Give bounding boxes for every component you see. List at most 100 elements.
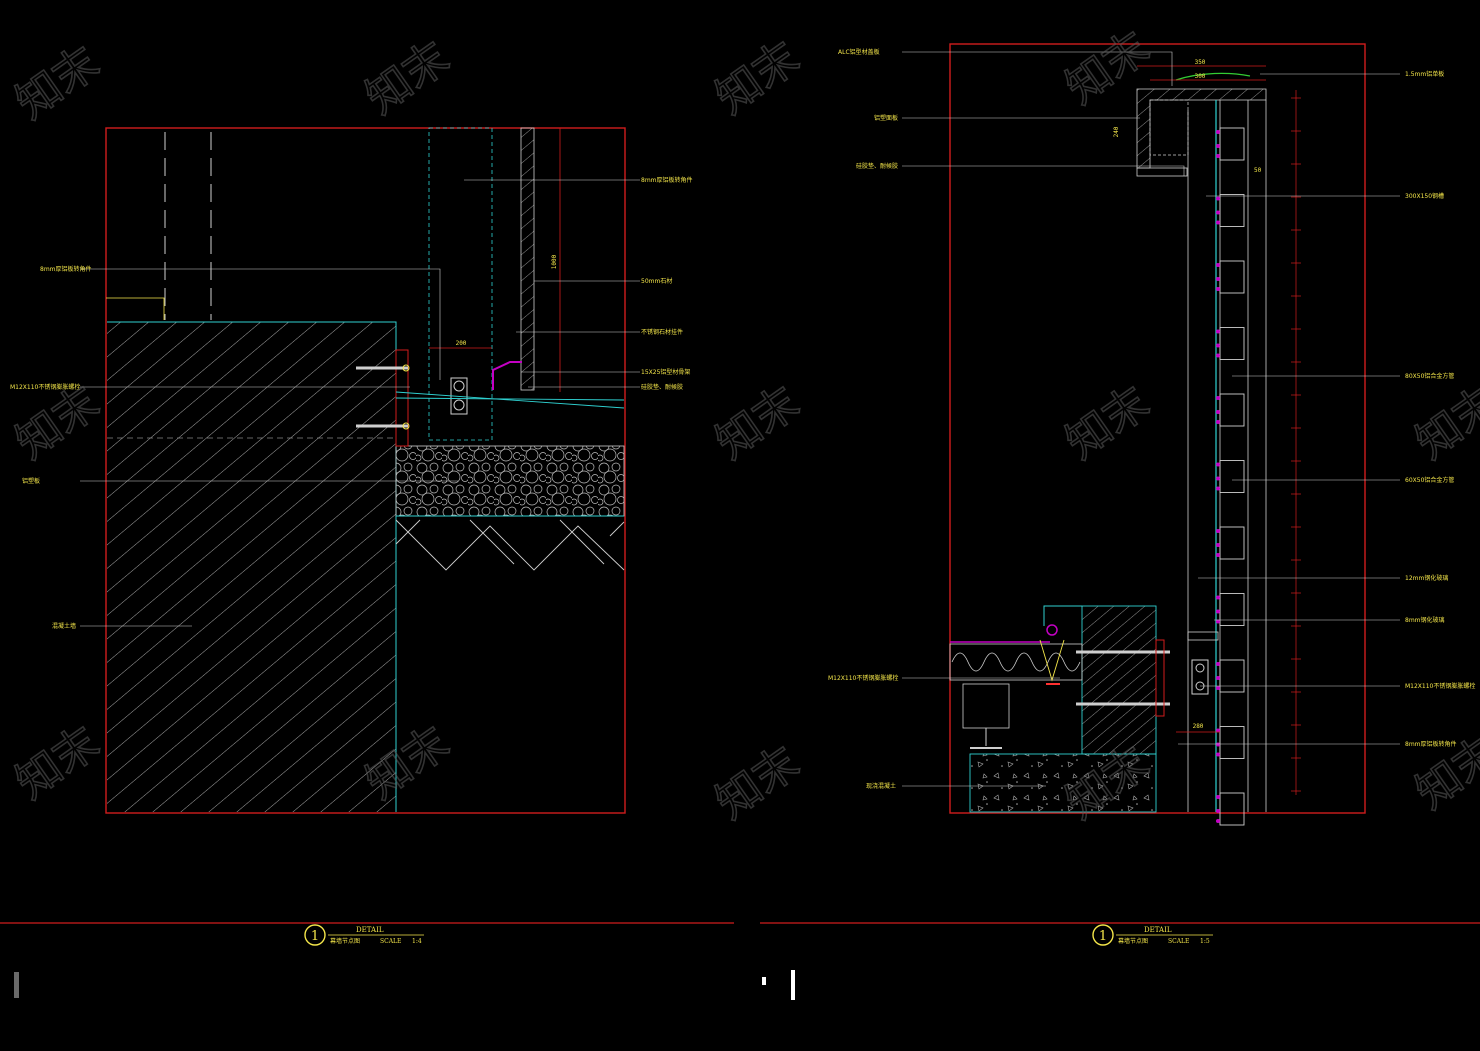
right-side-dimensions <box>1291 97 1301 792</box>
mullion-profile <box>1219 260 1245 294</box>
mullion-clip <box>1216 543 1220 547</box>
mullion-clip <box>1216 462 1220 467</box>
right-label-expansion-bolt: M12X110不锈钢膨胀螺栓 <box>1405 682 1475 690</box>
mullion-clip <box>1216 686 1220 690</box>
mullion-profile <box>1219 194 1245 227</box>
right-dim-280: 280 <box>1193 723 1204 730</box>
mullion-clip <box>1216 263 1220 267</box>
mullion-clip <box>1216 529 1220 533</box>
right-detail: 350 300 240 50 <box>828 43 1475 826</box>
left-label-aluminium-plastic: 铝塑板 <box>22 477 40 485</box>
left-detail-number: 1 <box>311 929 319 944</box>
mullion-clip <box>1216 154 1220 158</box>
mullion-profile <box>1219 526 1245 560</box>
right-leader-lines <box>902 51 1400 787</box>
left-detail-title: 幕墙节点图 <box>330 937 360 945</box>
mullion-profile <box>1219 593 1245 626</box>
mullion-clip <box>1216 676 1220 680</box>
right-detail-caption: DETAIL <box>1144 926 1172 934</box>
right-label-glass-8: 8mm钢化玻璃 <box>1405 616 1445 624</box>
watermark: 知末 <box>357 32 458 124</box>
mullion-clip <box>1216 343 1220 348</box>
right-detail-scale-ratio: 1:5 <box>1200 938 1210 945</box>
left-wall-outline <box>107 321 397 812</box>
mullion-clip <box>1216 553 1220 557</box>
cursor-mark-bar <box>791 970 795 1000</box>
right-bottom-structure: 280 <box>949 605 1220 813</box>
watermark: 知末 <box>707 737 808 829</box>
right-dim-300: 300 <box>1195 73 1206 80</box>
mullion-clip <box>1216 795 1220 799</box>
right-cast-concrete <box>969 753 1157 813</box>
right-label-corner-bracket: 8mm厚铝板转角件 <box>1405 740 1457 748</box>
left-dim-1000: 1000 <box>551 254 558 269</box>
mullion-profile <box>1219 659 1245 693</box>
mullion-clip <box>1216 752 1220 757</box>
left-label-corner-bracket-2: 8mm厚铝板转角件 <box>641 176 693 184</box>
mullion-clip <box>1216 728 1220 733</box>
mullion-clip <box>1216 595 1220 600</box>
mullion-clip <box>1216 662 1220 666</box>
left-label-concrete-wall: 混凝土墙 <box>52 622 76 630</box>
mullion-clip <box>1216 396 1220 400</box>
left-leader-lines <box>80 179 640 627</box>
right-mullion-profiles <box>1216 127 1245 826</box>
mullion-clip <box>1216 353 1220 358</box>
left-label-corner-bracket: 8mm厚铝板转角件 <box>40 265 92 273</box>
mullion-profile <box>1219 792 1245 826</box>
right-top-cap: 350 300 240 50 <box>1113 59 1267 177</box>
right-light-fixture <box>962 683 1010 729</box>
left-detail: 200 1000 8mm厚铝板转角件 M12X110不锈钢膨胀螺栓 铝塑板 混凝… <box>10 127 693 814</box>
watermark: 知末 <box>1407 377 1480 469</box>
mullion-profile <box>1219 460 1245 493</box>
watermark: 知末 <box>707 377 808 469</box>
right-label-tube-80: 80X50铝合金方管 <box>1405 372 1454 380</box>
right-label-cast-concrete: 现浇混凝土 <box>866 782 896 790</box>
side-note-mark <box>14 972 19 998</box>
right-detail-title: 幕墙节点图 <box>1118 937 1148 945</box>
mullion-clip <box>1216 196 1220 201</box>
right-title-block: 1 DETAIL 幕墙节点图 SCALE 1:5 <box>760 922 1480 946</box>
right-detail-number: 1 <box>1099 929 1107 944</box>
mullion-clip <box>1216 819 1220 823</box>
left-dashed-lines <box>164 132 212 320</box>
left-label-sealant: 硅胶垫、耐候胶 <box>641 383 683 391</box>
mullion-profile <box>1219 393 1245 427</box>
mullion-clip <box>1216 742 1220 747</box>
cursor-mark-small <box>762 977 766 985</box>
left-aluminium-frame <box>428 127 493 441</box>
left-concrete-wall <box>107 322 396 812</box>
right-detail-frame <box>949 43 1366 814</box>
mullion-clip <box>1216 410 1220 414</box>
mullion-clip <box>1216 210 1220 215</box>
left-stone-panel <box>520 127 535 391</box>
right-insulation-box <box>949 643 1083 681</box>
mullion-clip <box>1216 220 1220 225</box>
mullion-clip <box>1216 609 1220 614</box>
left-label-stone-hanger: 不锈钢石材挂件 <box>641 328 683 336</box>
mullion-clip <box>1216 130 1220 134</box>
mullion-profile <box>1219 726 1245 759</box>
right-label-sealant: 硅胶垫、耐候胶 <box>856 162 898 170</box>
left-detail-scale-label: SCALE <box>380 938 401 945</box>
right-concrete-beam <box>1081 605 1157 755</box>
right-label-bolt-left: M12X110不锈钢膨胀螺栓 <box>828 674 898 682</box>
right-label-steel-channel: 300X150钢槽 <box>1405 192 1444 200</box>
watermark: 知末 <box>7 37 108 129</box>
left-detail-scale-ratio: 1:4 <box>412 938 422 945</box>
right-label-tube-60: 60X50铝合金方管 <box>1405 476 1454 484</box>
right-detail-scale-label: SCALE <box>1168 938 1189 945</box>
right-label-alum-sheet: 1.5mm铝单板 <box>1405 70 1444 78</box>
left-title-block: 1 DETAIL 幕墙节点图 SCALE 1:4 <box>0 922 734 946</box>
left-label-frame: 15X25铝型材骨架 <box>641 368 690 376</box>
mullion-clip <box>1216 486 1220 491</box>
mullion-clip <box>1216 329 1220 334</box>
watermark: 知末 <box>1057 377 1158 469</box>
left-fixing-bracket <box>356 349 625 447</box>
mullion-profile <box>1219 327 1245 360</box>
mullion-clip <box>1216 144 1220 148</box>
mullion-clip <box>1216 476 1220 481</box>
mullion-clip <box>1216 809 1220 813</box>
left-detail-frame <box>105 127 626 814</box>
mullion-clip <box>1216 277 1220 281</box>
